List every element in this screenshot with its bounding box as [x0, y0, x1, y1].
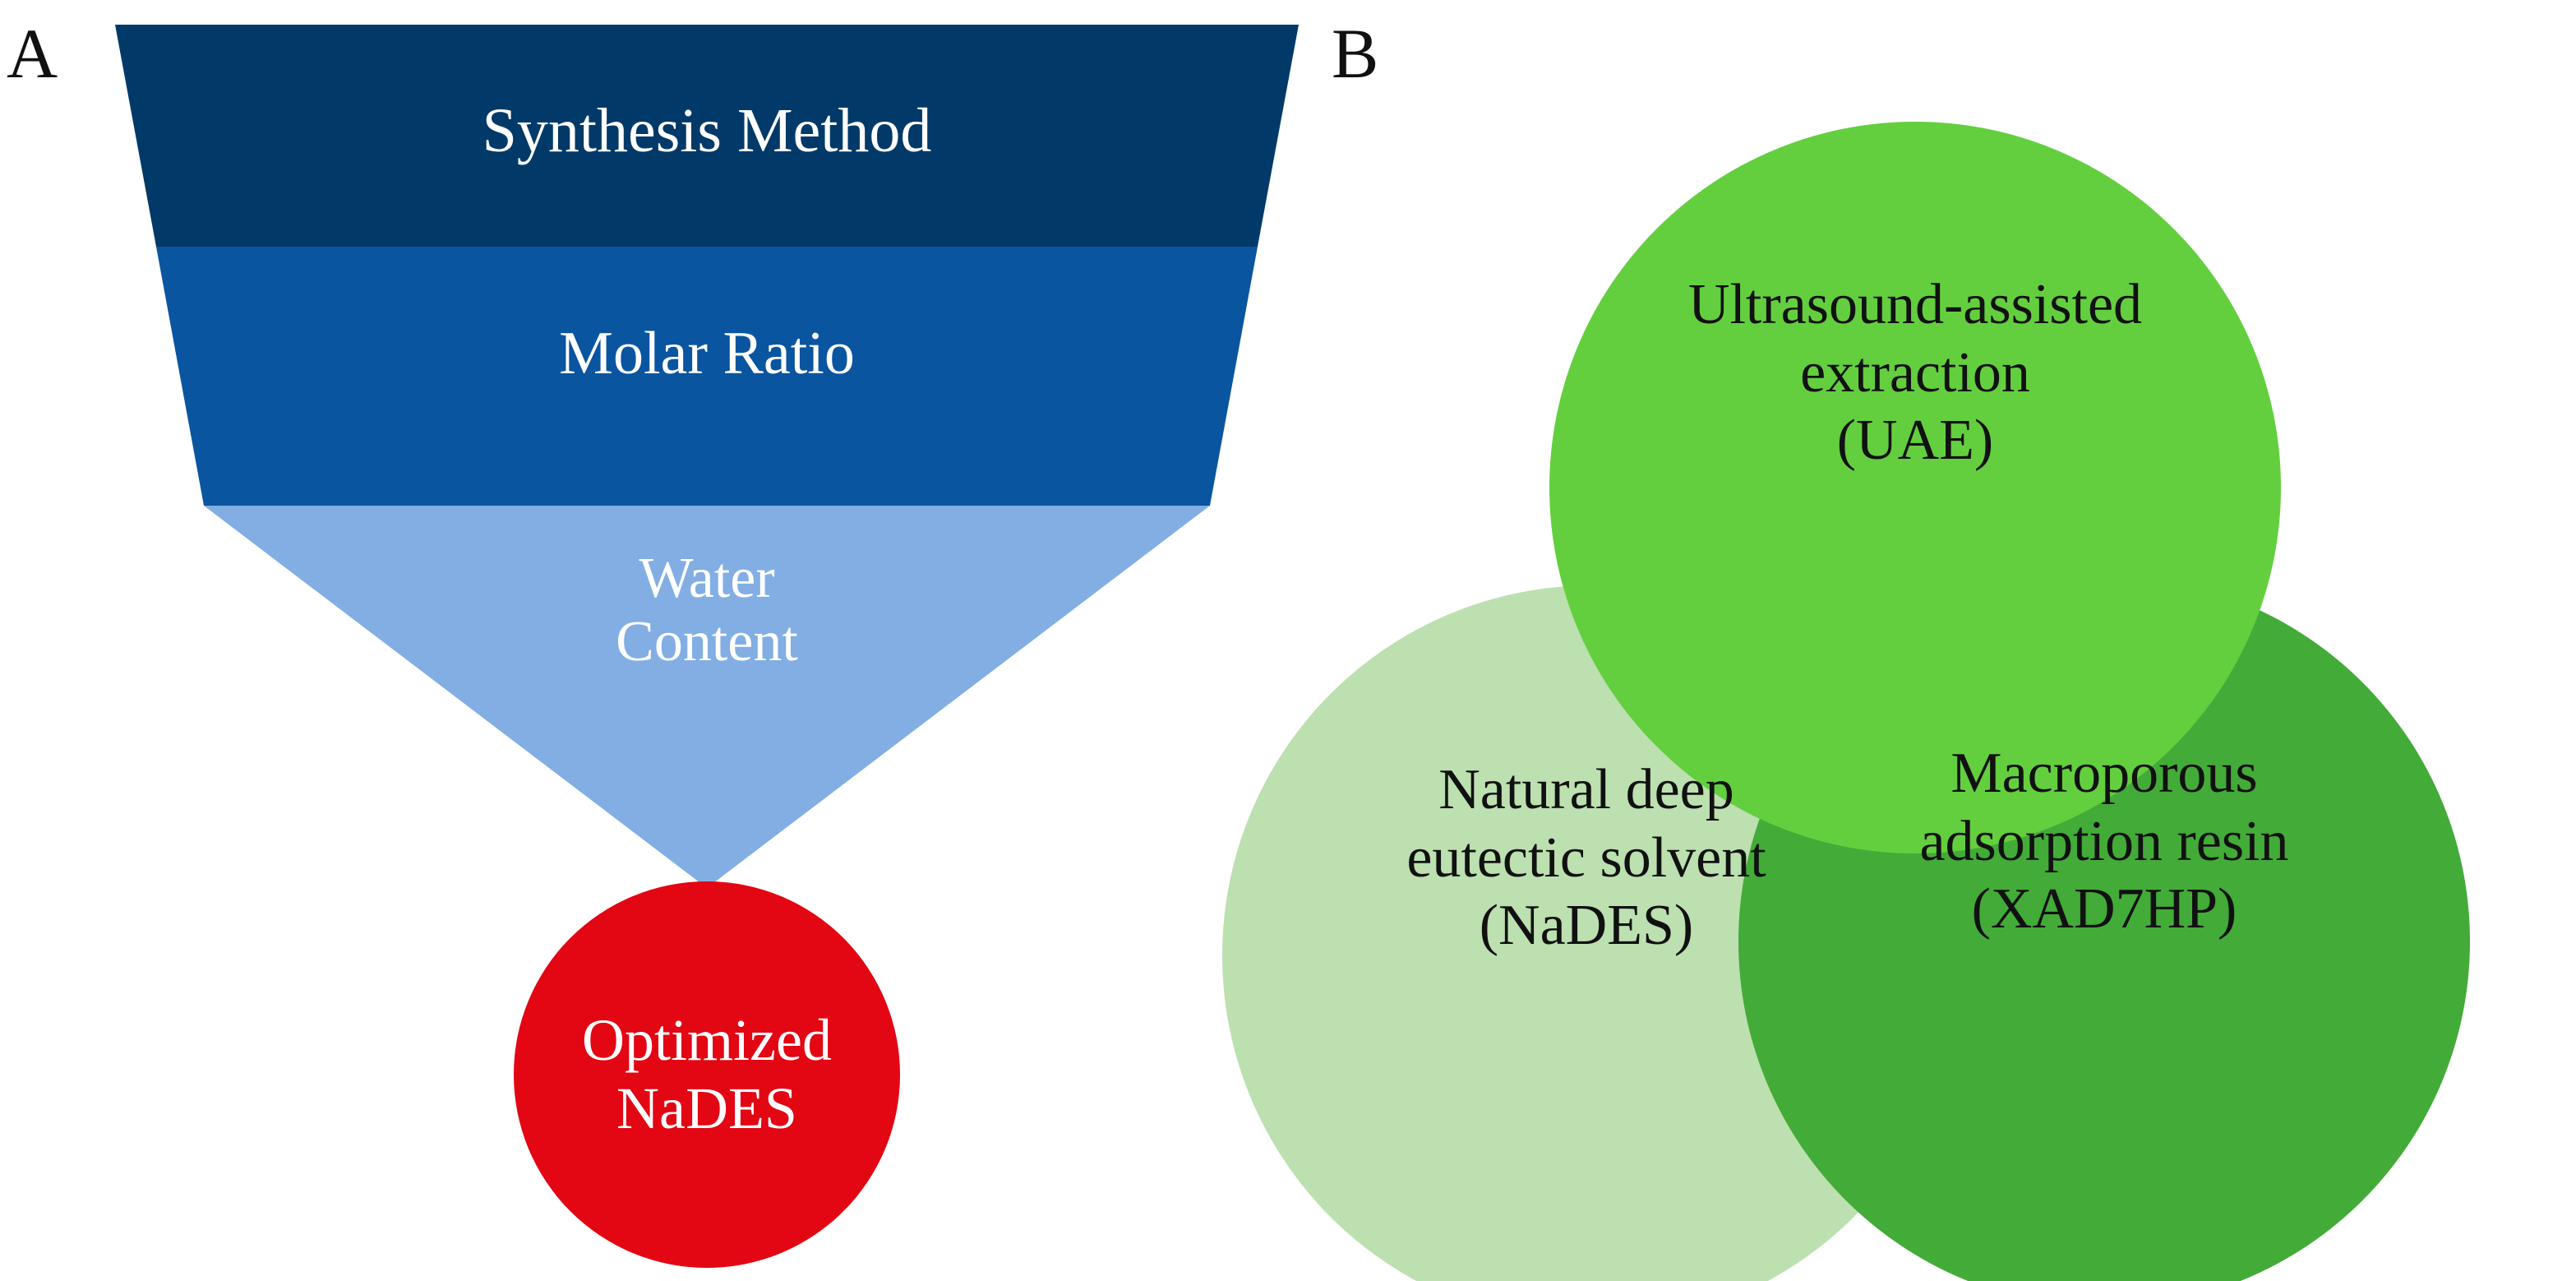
- funnel-stage-1-shape: [115, 25, 1299, 247]
- panel-a-letter: A: [7, 14, 58, 93]
- funnel-graphic: [115, 25, 1299, 888]
- panel-a: A Synthesis Method Molar Ratio Water Con…: [7, 14, 1299, 1268]
- panel-b: B Ultrasound-assisted extraction (UAE) N…: [1192, 0, 2576, 1281]
- funnel-stage-2-shape: [156, 247, 1258, 506]
- outcome-circle-optimized-nades: Optimized NaDES: [514, 881, 900, 1268]
- venn-circle-uae: [1549, 122, 2281, 853]
- panel-b-letter: B: [1332, 14, 1379, 93]
- funnel-stage-3-shape: [204, 506, 1210, 888]
- outcome-circle-label: Optimized NaDES: [582, 1007, 832, 1141]
